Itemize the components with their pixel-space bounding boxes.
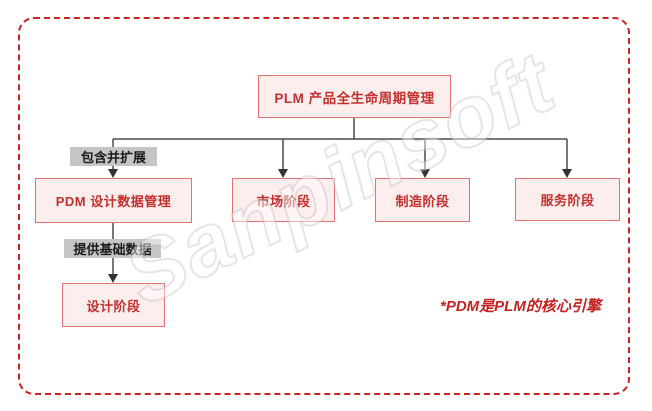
dashed-frame bbox=[18, 17, 630, 395]
pdm-box: PDM 设计数据管理 bbox=[35, 178, 192, 223]
design-stage-box: 设计阶段 bbox=[62, 283, 165, 327]
manufacture-stage-box: 制造阶段 bbox=[375, 178, 470, 222]
edge-label-include-extend: 包含并扩展 bbox=[70, 147, 157, 166]
service-stage-box: 服务阶段 bbox=[515, 178, 620, 221]
market-stage-box: 市场阶段 bbox=[232, 178, 335, 222]
plm-root-box: PLM 产品全生命周期管理 bbox=[258, 75, 451, 118]
footnote: *PDM是PLM的核心引擎 bbox=[440, 298, 601, 315]
edge-label-provide-base-data: 提供基础数据 bbox=[64, 239, 161, 258]
